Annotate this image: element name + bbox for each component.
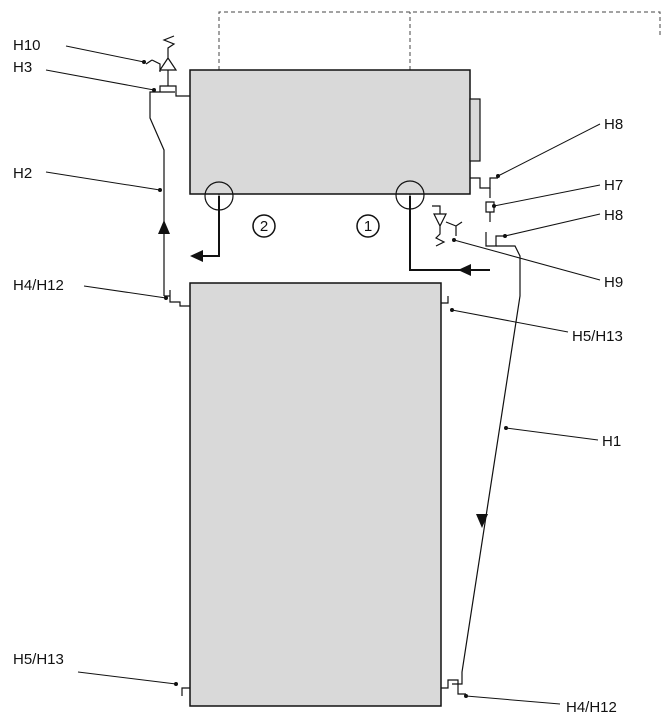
pipe-right-connector — [496, 245, 521, 276]
arrow-up-h2 — [158, 220, 170, 234]
label-h8-mid: H8 — [604, 207, 623, 224]
label-h8-top: H8 — [604, 116, 623, 133]
leader-h4h12-bottom — [465, 695, 561, 705]
arrow-down-h1 — [476, 514, 488, 528]
leader-h5h13-bottom — [77, 671, 177, 685]
pipe-inlet-right — [409, 196, 490, 271]
leader-h8-top — [497, 123, 601, 177]
circuit-2-badge — [252, 214, 276, 238]
leader-h10 — [65, 45, 145, 63]
circuit-2-number: 2 — [260, 218, 268, 235]
leader-h2 — [45, 171, 161, 191]
storage-tank — [189, 282, 442, 707]
leader-h8-mid — [504, 213, 601, 237]
valve-h10 — [145, 35, 178, 86]
fitting-h4h12-top — [164, 290, 190, 307]
upper-unit-side-panel — [469, 98, 481, 162]
stub-h5h13-bottom — [181, 687, 190, 696]
pipe-h2 — [149, 91, 175, 296]
circuit-1-badge — [356, 214, 380, 238]
label-h2: H2 — [13, 165, 32, 182]
label-h4h12-top: H4/H12 — [13, 277, 64, 294]
leader-h7 — [493, 184, 601, 207]
pipe-h1 — [452, 276, 521, 685]
leader-h5h13-right — [451, 309, 569, 333]
fitting-h8-top — [470, 177, 498, 189]
fitting-h4h12-bottom — [441, 679, 466, 695]
fitting-h8-mid — [485, 212, 505, 247]
stub-h5h13-right — [441, 296, 449, 304]
leader-h9 — [453, 239, 601, 281]
label-h3: H3 — [13, 59, 32, 76]
upper-unit — [189, 69, 471, 195]
circuit-1-number: 1 — [364, 218, 372, 235]
label-h10: H10 — [13, 37, 41, 54]
label-h7: H7 — [604, 177, 623, 194]
arrow-right-inlet — [458, 264, 471, 276]
pipe-outlet-left — [200, 196, 220, 257]
leader-h1 — [505, 427, 599, 441]
label-h5h13-right: H5/H13 — [572, 328, 623, 345]
label-h1: H1 — [602, 433, 621, 450]
valve-h9 — [432, 205, 463, 247]
label-h9: H9 — [604, 274, 623, 291]
label-h5h13-bottom: H5/H13 — [13, 651, 64, 668]
arrow-left-outlet — [190, 250, 203, 262]
leader-h3 — [45, 69, 155, 91]
leader-h4h12-top — [83, 285, 167, 299]
fitting-h7 — [485, 188, 495, 213]
label-h4h12-bottom: H4/H12 — [566, 699, 617, 716]
fitting-h3 — [159, 85, 190, 97]
